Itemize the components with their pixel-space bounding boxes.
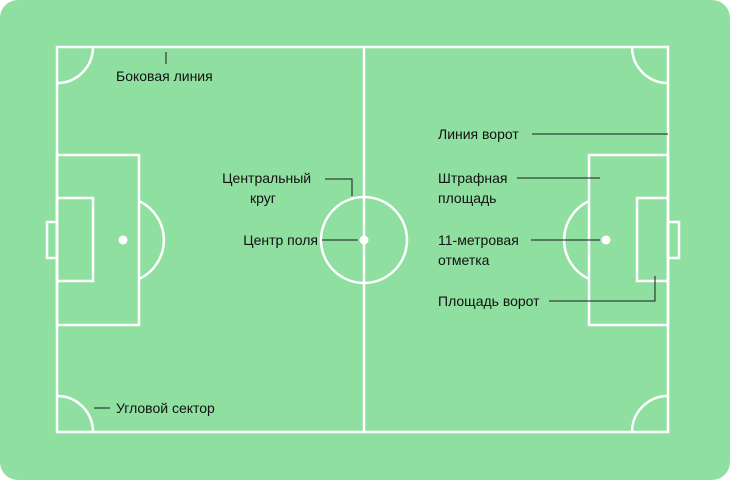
goal-area-leader — [549, 276, 656, 302]
penalty-area-label-line-2: площадь — [438, 190, 496, 206]
corner-arc-bottom-left — [56, 394, 95, 433]
corner-arc-top-right — [630, 46, 669, 85]
penalty-mark-label-line-2: отметка — [438, 252, 490, 268]
center-spot — [359, 235, 369, 245]
touchline-label: Боковая линия — [116, 68, 213, 84]
penalty-area-label: Штрафная площадь — [438, 170, 511, 206]
right-goal — [666, 220, 681, 260]
center-circle-label-line-2: круг — [250, 190, 276, 206]
penalty-area-label-line-1: Штрафная — [438, 170, 507, 186]
penalty-mark-label: 11-метровая отметка — [438, 232, 523, 268]
left-penalty-spot — [118, 235, 128, 245]
left-goal — [45, 220, 59, 260]
corner-arc-label: Угловой сектор — [116, 400, 215, 416]
goal-area-label: Площадь ворот — [438, 293, 540, 309]
goal-line-label: Линия ворот — [438, 126, 519, 142]
center-circle-label-line-1: Центральный — [222, 170, 311, 186]
center-circle-leader — [325, 178, 353, 196]
corner-arc-bottom-right — [630, 394, 669, 433]
leader-lines — [94, 52, 668, 409]
field-markings — [45, 45, 681, 434]
penalty-mark-label-line-1: 11-метровая — [438, 232, 519, 248]
center-circle-label: Центральный круг — [222, 170, 315, 206]
right-penalty-spot — [601, 235, 611, 245]
center-spot-label: Центр поля — [243, 232, 318, 248]
left-penalty-arc — [138, 199, 166, 281]
center-circle — [319, 195, 409, 285]
corner-arc-top-left — [56, 46, 95, 85]
